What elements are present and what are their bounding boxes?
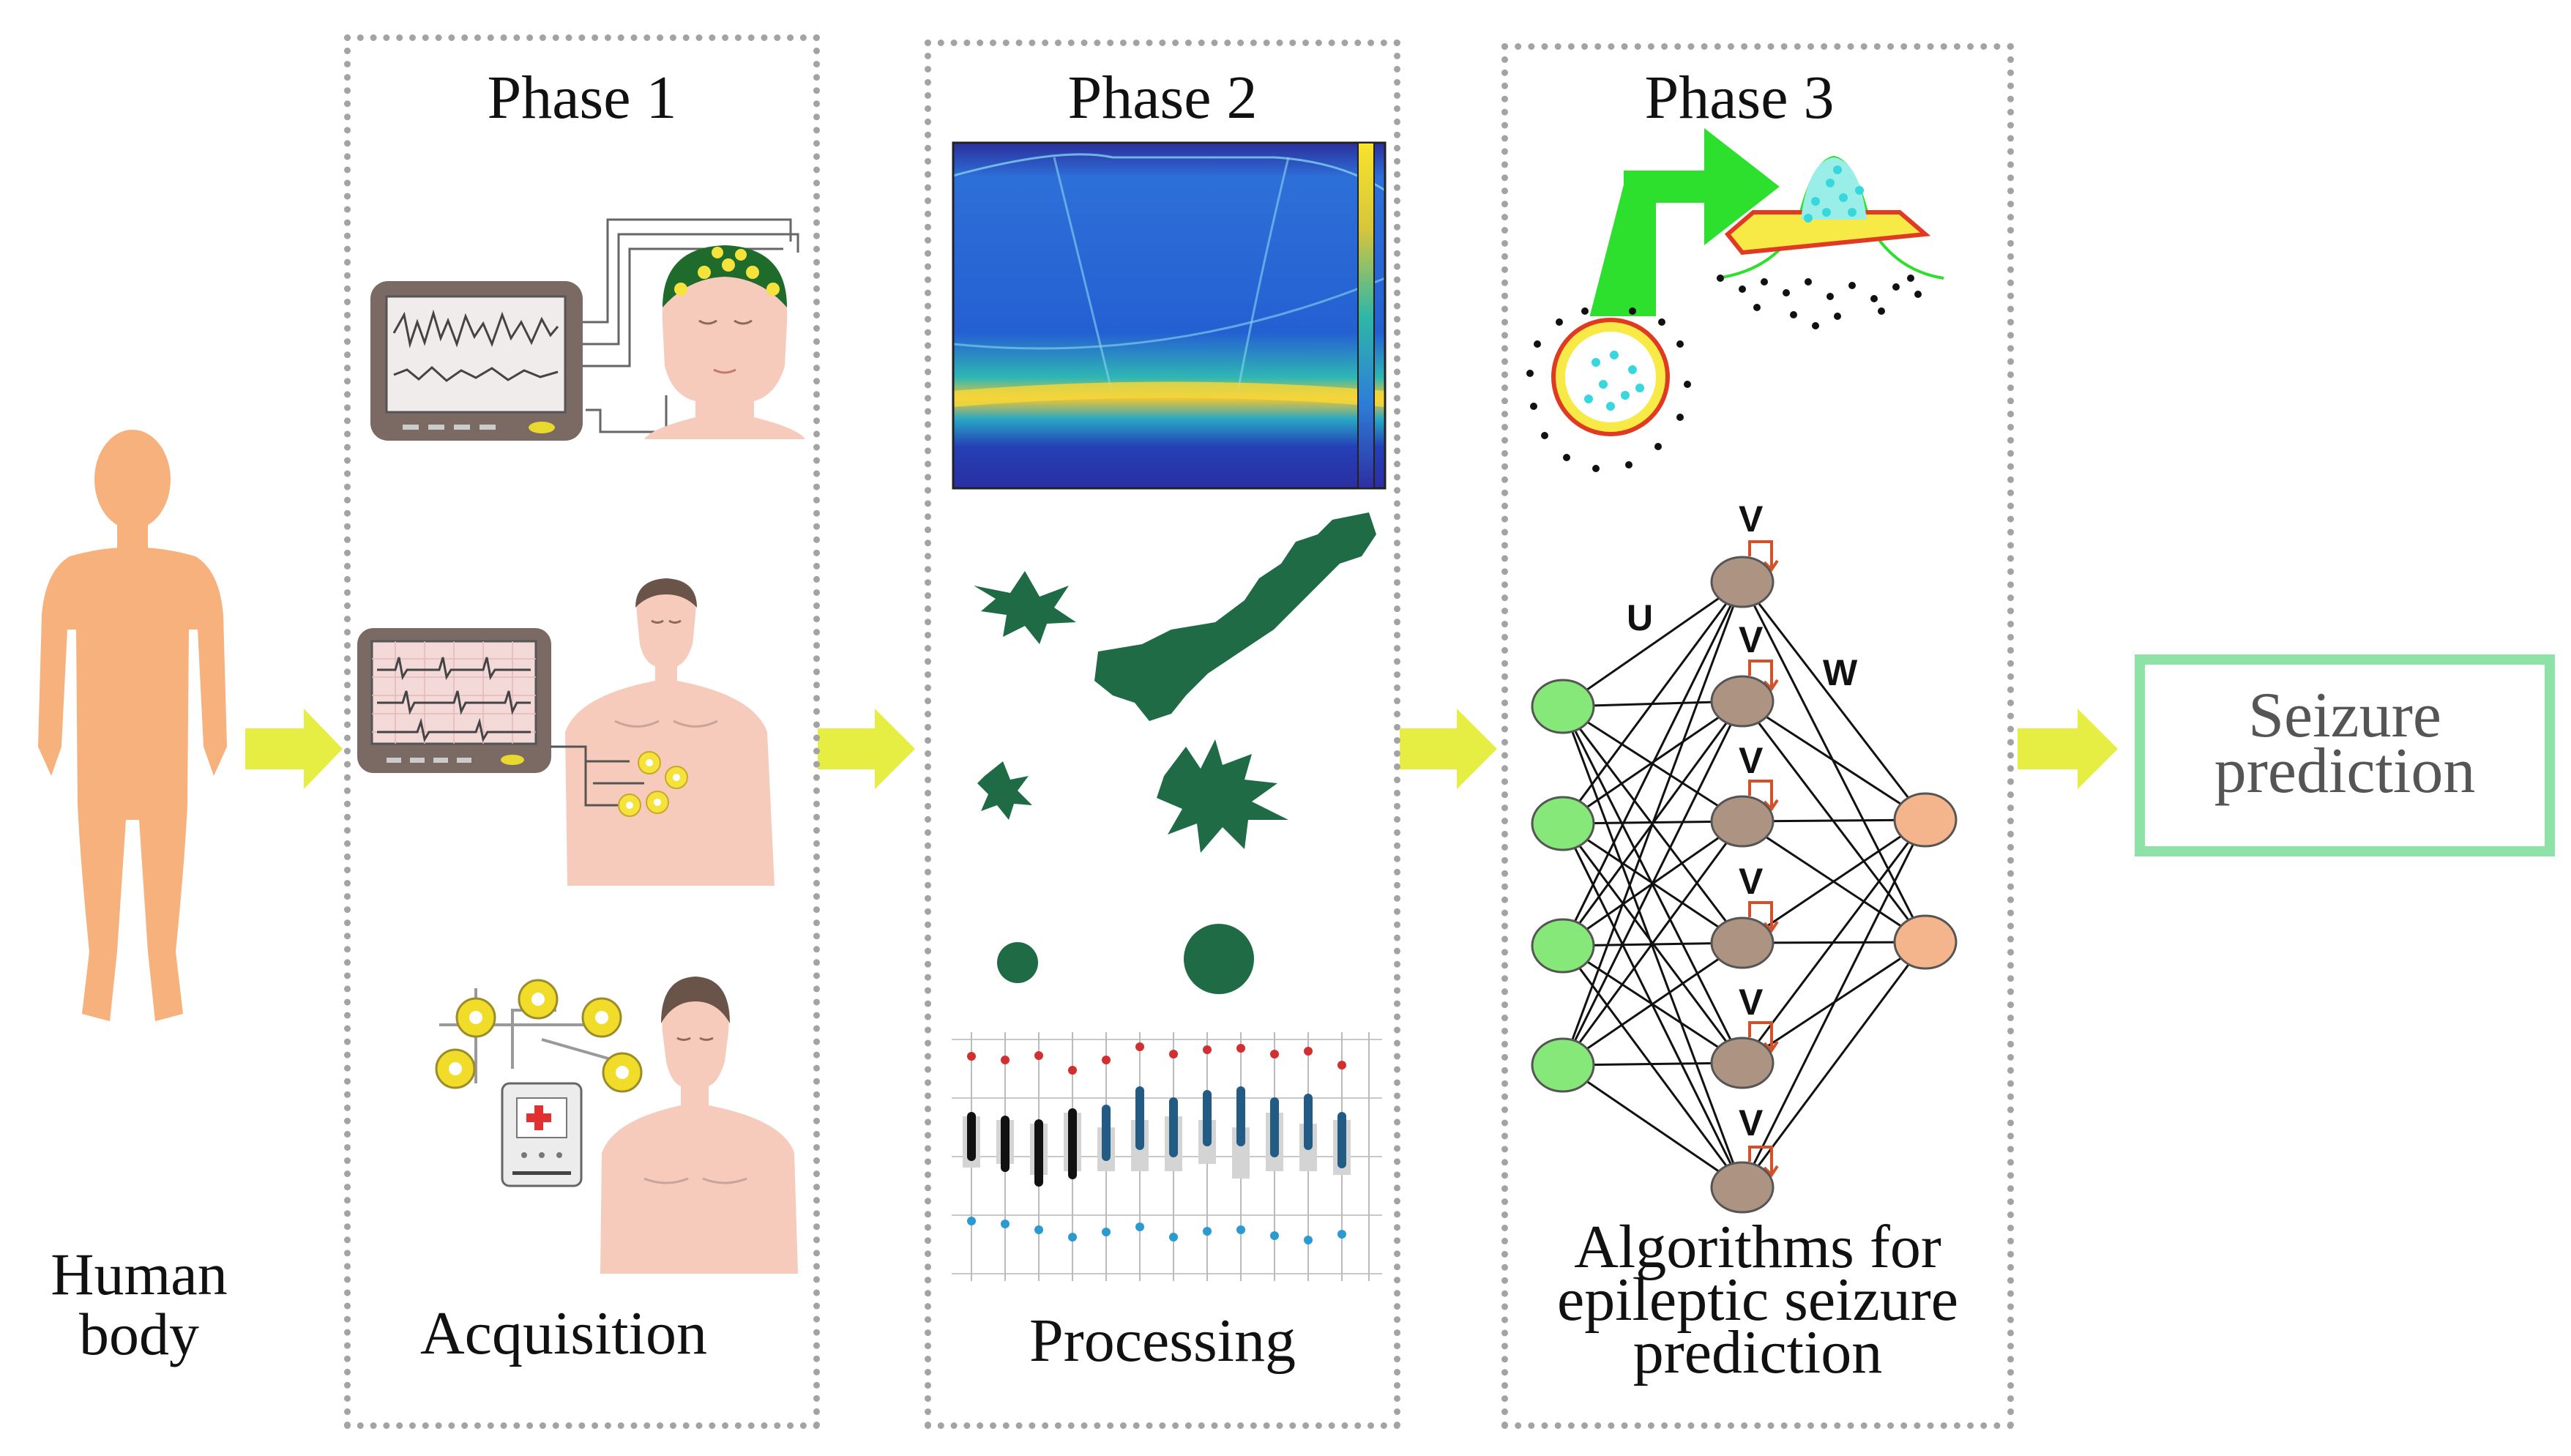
seizure-prediction-label: Seizure prediction [2135,680,2555,807]
output-node [1893,792,1958,848]
nn-label-v-1: V [1739,499,1764,540]
nn-label-v-4: V [1739,861,1764,902]
arrow-phase3-to-result-icon [2018,709,2118,789]
nn-label-w: W [1823,652,1858,693]
hidden-node [1710,1037,1775,1089]
nn-label-v-6: V [1739,1102,1764,1143]
phase3-title: Phase 3 [1644,64,1835,132]
hidden-node [1710,556,1775,608]
phase3-caption: Algorithms for epileptic seizure predict… [1501,1213,2014,1386]
nn-label-v-3: V [1739,740,1764,781]
nn-label-u: U [1627,597,1654,638]
phase3-caption-line3: prediction [1632,1318,1883,1386]
nn-label-v-5: V [1739,982,1764,1023]
hidden-node [1710,795,1775,848]
phase1-caption: Acquisition [420,1299,707,1367]
seizure-prediction-line1: Seizure [2248,680,2441,751]
arrow-phase2-to-phase3-icon [1400,709,1497,789]
nn-label-v-2: V [1739,619,1764,660]
human-body-label-line2: body [79,1301,199,1367]
human-body-label-line1: Human [51,1241,228,1307]
hidden-node [1710,916,1775,969]
phase2-title: Phase 2 [1067,64,1258,132]
phase2-caption: Processing [1029,1307,1296,1375]
phase1-box [344,34,820,1429]
phase3-caption-line1: Algorithms for [1574,1213,1941,1281]
phase2-box [925,40,1400,1429]
input-node [1531,679,1595,734]
phase3-caption-line2: epileptic seizure [1556,1266,1959,1334]
arrow-body-to-phase1-icon [245,709,343,789]
seizure-prediction-line2: prediction [2214,736,2476,807]
human-body-label: Human body [22,1244,256,1364]
seizure-prediction-box [2135,654,2555,856]
input-node [1531,796,1595,851]
phase3-box [1501,43,2014,1429]
dense-cluster-large [1184,924,1254,994]
input-node [1531,918,1595,974]
input-node [1531,1037,1595,1093]
hidden-node [1710,675,1775,728]
dense-cluster-small [997,942,1038,983]
hidden-node [1710,1161,1775,1214]
arrow-phase1-to-phase2-icon [818,709,915,789]
output-node [1893,914,1958,970]
phase1-title: Phase 1 [487,64,677,132]
green-transform-arrow-icon [1589,128,1780,316]
